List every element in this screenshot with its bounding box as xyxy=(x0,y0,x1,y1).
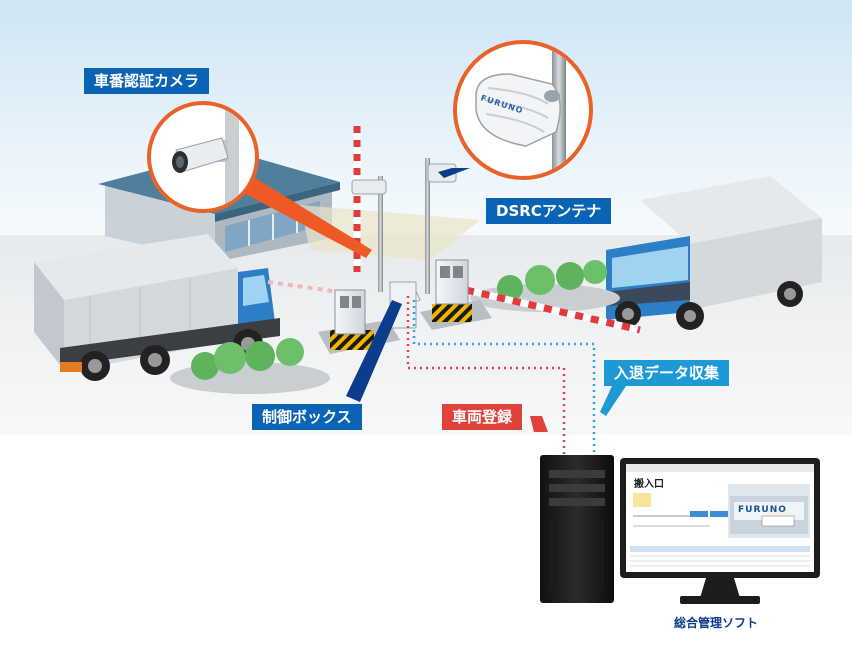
registration-pointer xyxy=(530,416,548,432)
camera-icon xyxy=(172,137,229,173)
antenna-callout xyxy=(453,40,593,180)
management-software-caption: 総合管理ソフト xyxy=(674,616,759,630)
data-link-blue xyxy=(412,300,596,462)
screen-thumbnail xyxy=(633,493,651,507)
data-link-red xyxy=(406,296,566,462)
camera-callout xyxy=(147,101,259,213)
screen-title: 搬入口 xyxy=(634,479,664,490)
control-island-right xyxy=(420,259,492,330)
server-icon xyxy=(540,455,614,603)
antenna-pole-left xyxy=(351,176,387,292)
monitor-icon xyxy=(620,458,820,604)
antenna-icon xyxy=(475,73,561,147)
shrub-island-right xyxy=(470,260,620,312)
shrub-island-left xyxy=(170,338,330,394)
screen-truck-brand: FURUNO xyxy=(738,505,787,515)
dsrc-antenna-label: DSRCアンテナ xyxy=(486,198,612,224)
data-collection-pointer xyxy=(600,386,626,416)
camera-pointer xyxy=(238,176,372,258)
control-box-pointer xyxy=(346,300,402,402)
truck-right-icon xyxy=(606,176,822,330)
entry-exit-data-label: 入退データ収集 xyxy=(604,360,730,386)
plate-camera-label: 車番認証カメラ xyxy=(84,68,210,94)
control-box-label: 制御ボックス xyxy=(252,404,362,430)
vehicle-registration-label: 車両登録 xyxy=(442,404,523,430)
truck-left-icon xyxy=(34,234,280,381)
antenna-pointer xyxy=(438,168,470,178)
